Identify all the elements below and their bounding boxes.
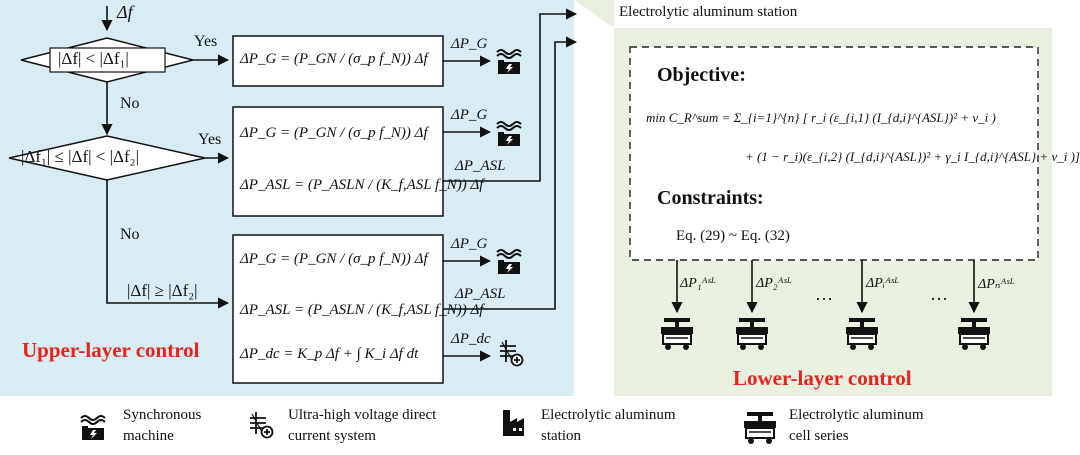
out-label-asl-2: ΔP_ASL bbox=[455, 286, 506, 302]
eq-box-2 bbox=[232, 106, 444, 217]
cell-label-1: ΔP₁ᴬˢᴸ bbox=[680, 276, 717, 291]
lower-dashed-box bbox=[629, 46, 1039, 261]
out-label-pg-3: ΔP_G bbox=[451, 236, 488, 252]
no-label-1: No bbox=[120, 95, 140, 112]
eq-box-3-text-3: ΔP_dc = K_p Δf + ∫ K_i Δf dt bbox=[240, 346, 419, 362]
ellipsis-2: … bbox=[930, 284, 948, 304]
yes-label-1: Yes bbox=[194, 33, 218, 50]
constraints-label: Constraints: bbox=[657, 187, 764, 209]
out-label-pg-1: ΔP_G bbox=[451, 36, 488, 52]
decision-1-label-box bbox=[49, 47, 166, 73]
eq-box-1 bbox=[232, 35, 444, 87]
synchronous-machine-icon bbox=[496, 49, 522, 75]
eq-box-2-text-2: ΔP_ASL = (P_ASLN / (K_f,ASL f_N)) Δf bbox=[240, 177, 484, 193]
lower-layer-title: Lower-layer control bbox=[733, 366, 912, 390]
legend-label-3-line-2: station bbox=[541, 428, 581, 444]
synchronous-machine-icon bbox=[496, 249, 522, 275]
objective-label: Objective: bbox=[657, 64, 746, 86]
eq-box-3-text-2: ΔP_ASL = (P_ASLN / (K_f,ASL f_N)) Δf bbox=[240, 302, 484, 318]
objective-equation-line-1: min C_R^sum = Σ_{i=1}^{n} [ r_i (ε_{i,1}… bbox=[646, 110, 996, 125]
objective-equation-line-2: + (1 − r_i)(ε_{i,2} (I_{d,i}^{ASL})² + γ… bbox=[745, 149, 1080, 164]
cell-series-icon bbox=[743, 411, 777, 445]
eq-box-3 bbox=[232, 234, 444, 384]
yes-label-2: Yes bbox=[198, 131, 222, 148]
out-label-pg-2: ΔP_G bbox=[451, 107, 488, 123]
constraints-equation: Eq. (29) ~ Eq. (32) bbox=[676, 228, 790, 244]
input-delta-f-label: Δf bbox=[117, 2, 133, 22]
decision-1-label: |Δf| < |Δf₁| bbox=[58, 49, 129, 68]
no-label-2: No bbox=[120, 226, 140, 243]
legend-label-2-line-2: current system bbox=[288, 428, 376, 444]
legend-label-1-line-2: machine bbox=[123, 428, 174, 444]
cell-label-2: ΔP₂ᴬˢᴸ bbox=[756, 276, 793, 291]
uhvdc-icon bbox=[249, 411, 274, 439]
eq-box-2-text-1: ΔP_G = (P_GN / (σ_p f_N)) Δf bbox=[240, 125, 428, 141]
no-arrow-2 bbox=[106, 180, 230, 309]
legend-label-1-line-1: Synchronous bbox=[123, 407, 202, 423]
synchronous-machine-icon bbox=[80, 415, 106, 441]
legend-label-4-line-1: Electrolytic aluminum bbox=[789, 407, 924, 423]
diagram-canvas bbox=[0, 0, 1052, 445]
diagram: Δf |Δf| < |Δf₁| |Δf₁| ≤ |Δf| < |Δf₂| |Δf… bbox=[0, 0, 1080, 445]
cell-label-n: ΔPₙᴬˢᴸ bbox=[978, 277, 1015, 292]
legend-label-3-line-1: Electrolytic aluminum bbox=[541, 407, 676, 423]
out-arrow-asl-2 bbox=[443, 36, 578, 310]
upper-layer-title: Upper-layer control bbox=[22, 338, 200, 362]
out-label-pdc: ΔP_dc bbox=[451, 331, 491, 347]
cell-label-i: ΔPᵢᴬˢᴸ bbox=[866, 276, 900, 291]
decision-2-label: |Δf₁| ≤ |Δf| < |Δf₂| bbox=[21, 147, 139, 166]
eq-box-1-text: ΔP_G = (P_GN / (σ_p f_N)) Δf bbox=[240, 51, 428, 67]
synchronous-machine-icon bbox=[496, 121, 522, 147]
eq-box-3-text-1: ΔP_G = (P_GN / (σ_p f_N)) Δf bbox=[240, 251, 428, 267]
ellipsis-1: … bbox=[815, 284, 833, 304]
out-arrow-asl-1 bbox=[443, 8, 578, 182]
station-tab-shape bbox=[574, 0, 614, 28]
out-label-asl-1: ΔP_ASL bbox=[455, 158, 506, 174]
aluminum-station-icon bbox=[503, 410, 524, 436]
station-label: Electrolytic aluminum station bbox=[619, 4, 798, 20]
legend-label-2-line-1: Ultra-high voltage direct bbox=[288, 407, 437, 423]
decision-3-label: |Δf| ≥ |Δf₂| bbox=[127, 281, 198, 300]
legend-label-4-line-2: cell series bbox=[789, 428, 849, 444]
